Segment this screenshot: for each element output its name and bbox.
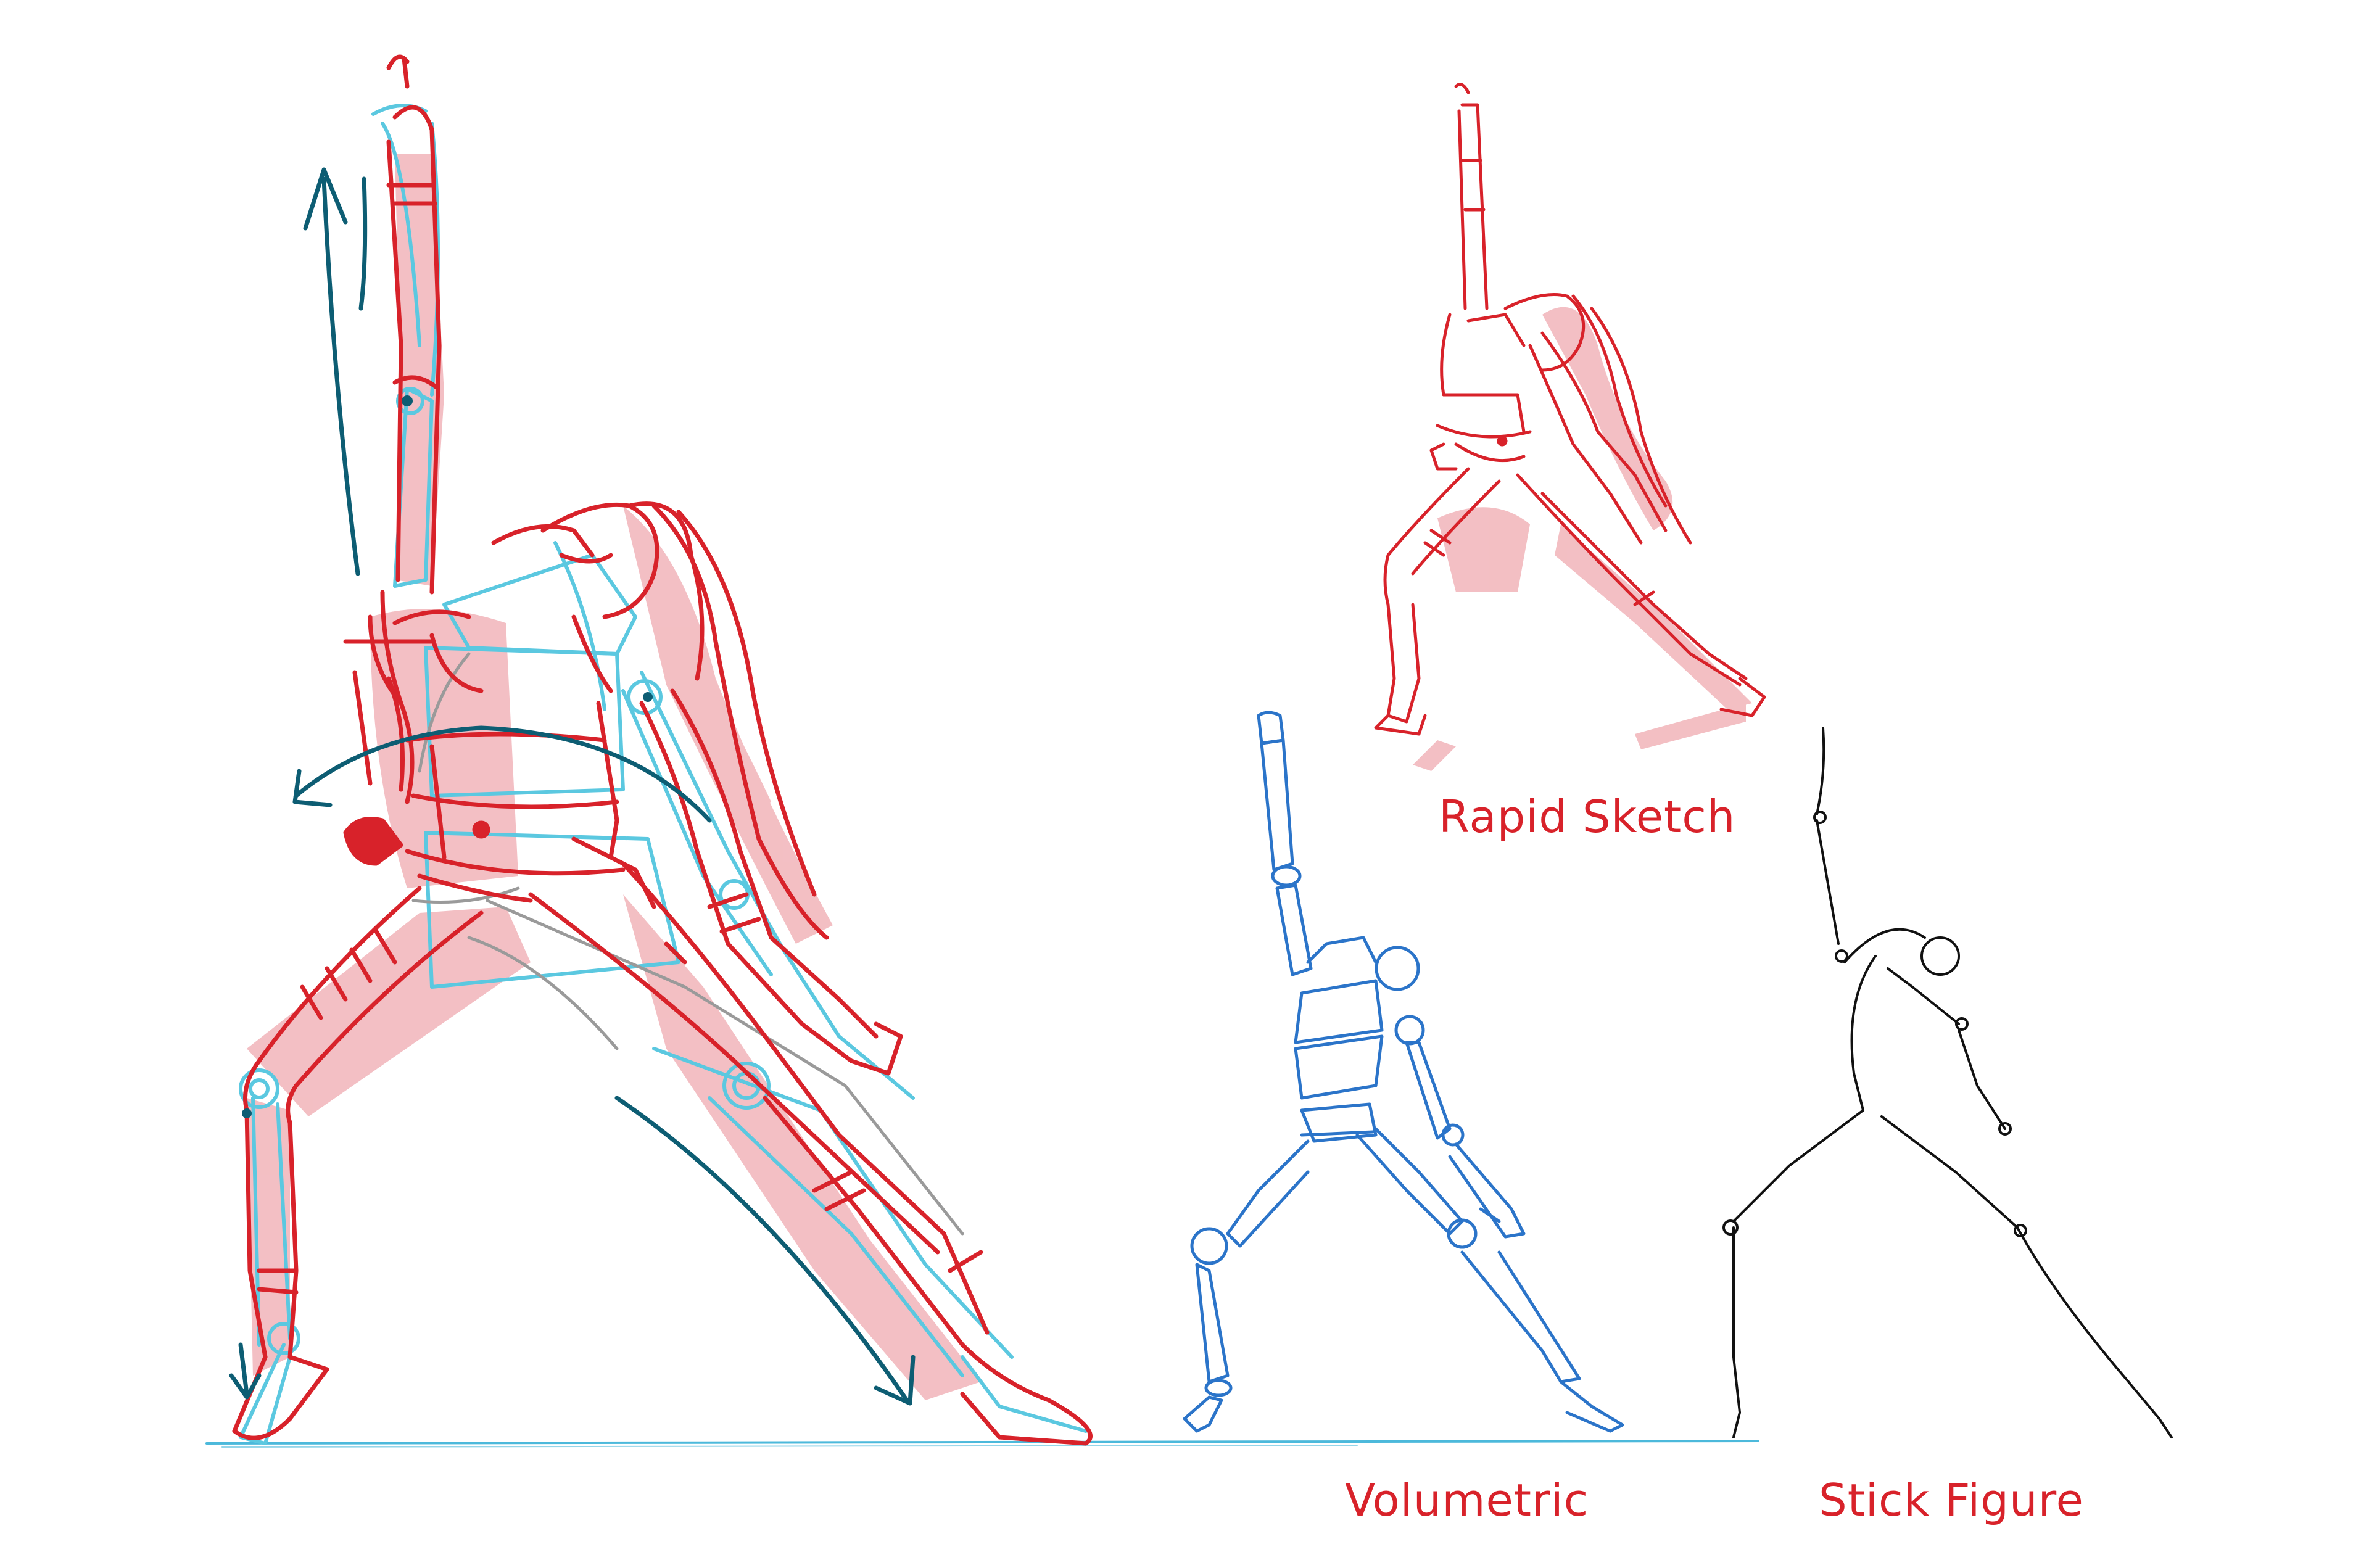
- red-line-work: [232, 54, 1093, 1446]
- motion-arrows: [229, 167, 916, 1406]
- volumetric-figure: [1183, 711, 1624, 1433]
- volumetric-caption: Volumetric: [1345, 1474, 1589, 1526]
- rapid-sketch-caption: Rapid Sketch: [1439, 791, 1736, 843]
- upward-arrow: [321, 176, 360, 576]
- stick-joint: [1998, 1122, 2012, 1136]
- diagonal-down-arrow: [614, 1096, 909, 1403]
- stick-joint: [1722, 1219, 1739, 1236]
- stick-joint: [2014, 1224, 2027, 1237]
- foot-down-arrow: [238, 1342, 249, 1397]
- sweep-left-arrow: [294, 725, 712, 823]
- large-layered-pose-figure: [229, 54, 1093, 1446]
- ground-line: [205, 1440, 1759, 1448]
- joint-markers: [242, 395, 653, 1118]
- stick-joint: [1955, 1017, 1969, 1031]
- stick-figure-caption: Stick Figure: [1819, 1474, 2084, 1526]
- pink-shading: [247, 154, 981, 1400]
- rapid-sketch-figure: [1374, 83, 1766, 771]
- stick-joint: [1813, 811, 1827, 824]
- rapid-sketch-shading: [1413, 307, 1752, 771]
- stick-joint: [1835, 949, 1848, 963]
- cyan-construction-lines: [239, 104, 1088, 1445]
- stick-figure: [1722, 727, 2173, 1438]
